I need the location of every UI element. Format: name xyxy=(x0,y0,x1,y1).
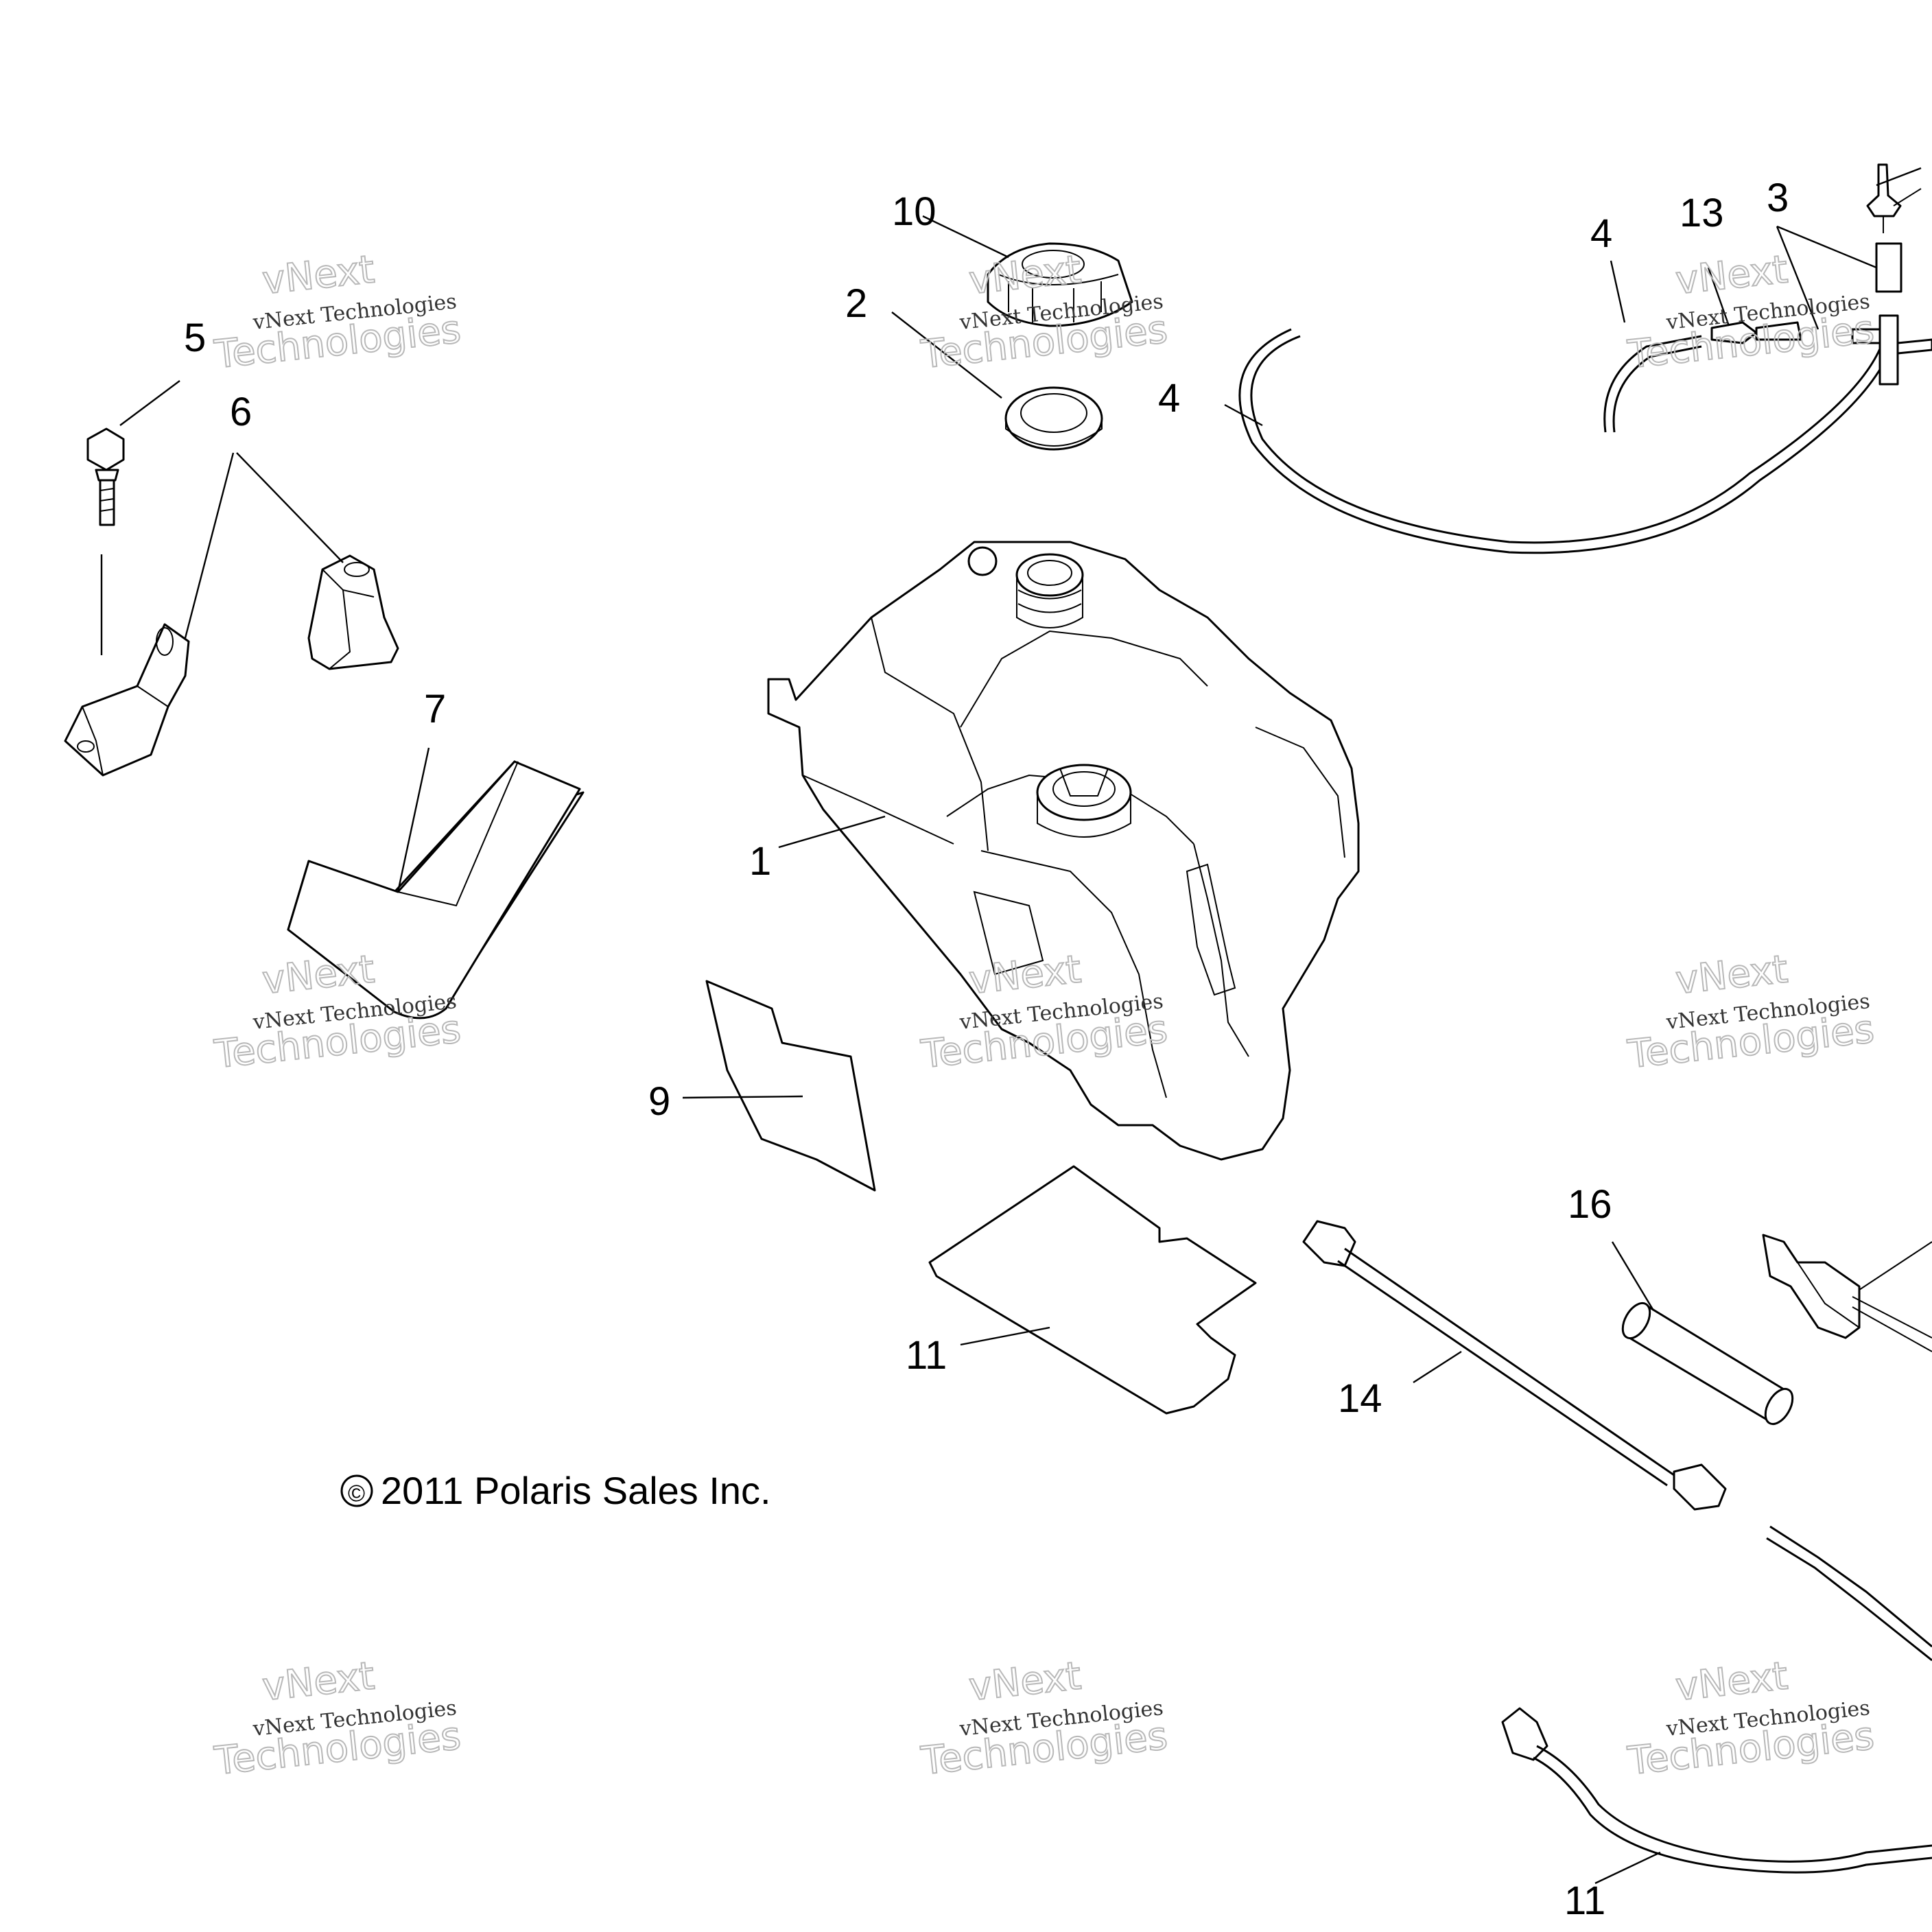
watermarks: vNext vNext Technologies Technologies vN… xyxy=(211,246,1877,1784)
sleeve-icon xyxy=(1621,1301,1794,1426)
copyright-text: 2011 Polaris Sales Inc. xyxy=(381,1469,771,1512)
bracket-icon xyxy=(1762,1234,1932,1352)
watermark-vnext: vNext xyxy=(260,1653,377,1710)
vent-hose-icon xyxy=(1238,322,1897,554)
watermark-vnext: vNext xyxy=(1673,247,1790,303)
callout-10: 11 xyxy=(906,1333,947,1378)
copyright-symbol: © xyxy=(348,1481,365,1507)
callout-9: 9 xyxy=(648,1079,670,1124)
fuel-cap-icon xyxy=(987,242,1133,327)
watermark-vnext: vNext xyxy=(967,1653,1083,1710)
fuel-tank-icon xyxy=(767,541,1360,1161)
callout-4: 4 xyxy=(1590,211,1612,256)
pad-icon xyxy=(928,1165,1257,1415)
leader-lines xyxy=(119,167,1922,1885)
watermark-vnext: vNext xyxy=(1673,1653,1790,1710)
callout-16: 16 xyxy=(1568,1182,1612,1227)
callout-1: 1 xyxy=(749,839,771,884)
watermark-vnext: vNext xyxy=(1673,947,1790,1003)
callout-3: 3 xyxy=(1767,176,1789,220)
callout-13: 13 xyxy=(1680,191,1724,235)
pad-icon xyxy=(705,980,876,1192)
callout-14: 14 xyxy=(1338,1376,1382,1421)
cap-gasket-icon xyxy=(1004,386,1103,451)
callout-labels: 10 2 4 4 13 3 5 6 7 1 9 11 14 16 11 xyxy=(184,176,1789,1923)
callout-8: 10 xyxy=(892,189,936,234)
callout-5: 5 xyxy=(184,316,206,360)
watermark-vnext: vNext xyxy=(260,947,377,1003)
pad-icon xyxy=(287,760,585,1020)
fuel-pump-harness-icon xyxy=(1501,1525,1932,1874)
callout-7: 7 xyxy=(424,687,446,731)
callout-2: 2 xyxy=(845,281,867,326)
bracket-icon xyxy=(64,554,399,777)
check-valve-icon xyxy=(1710,163,1932,386)
watermark-vnext: vNext xyxy=(260,247,377,303)
bolt-icon xyxy=(86,427,125,655)
callout-4: 4 xyxy=(1158,376,1180,421)
copyright-notice: © 2011 Polaris Sales Inc. xyxy=(340,1469,771,1512)
callout-6: 6 xyxy=(230,390,252,434)
fuel-line-icon xyxy=(1302,1220,1727,1511)
callout-11: 11 xyxy=(1564,1878,1605,1923)
